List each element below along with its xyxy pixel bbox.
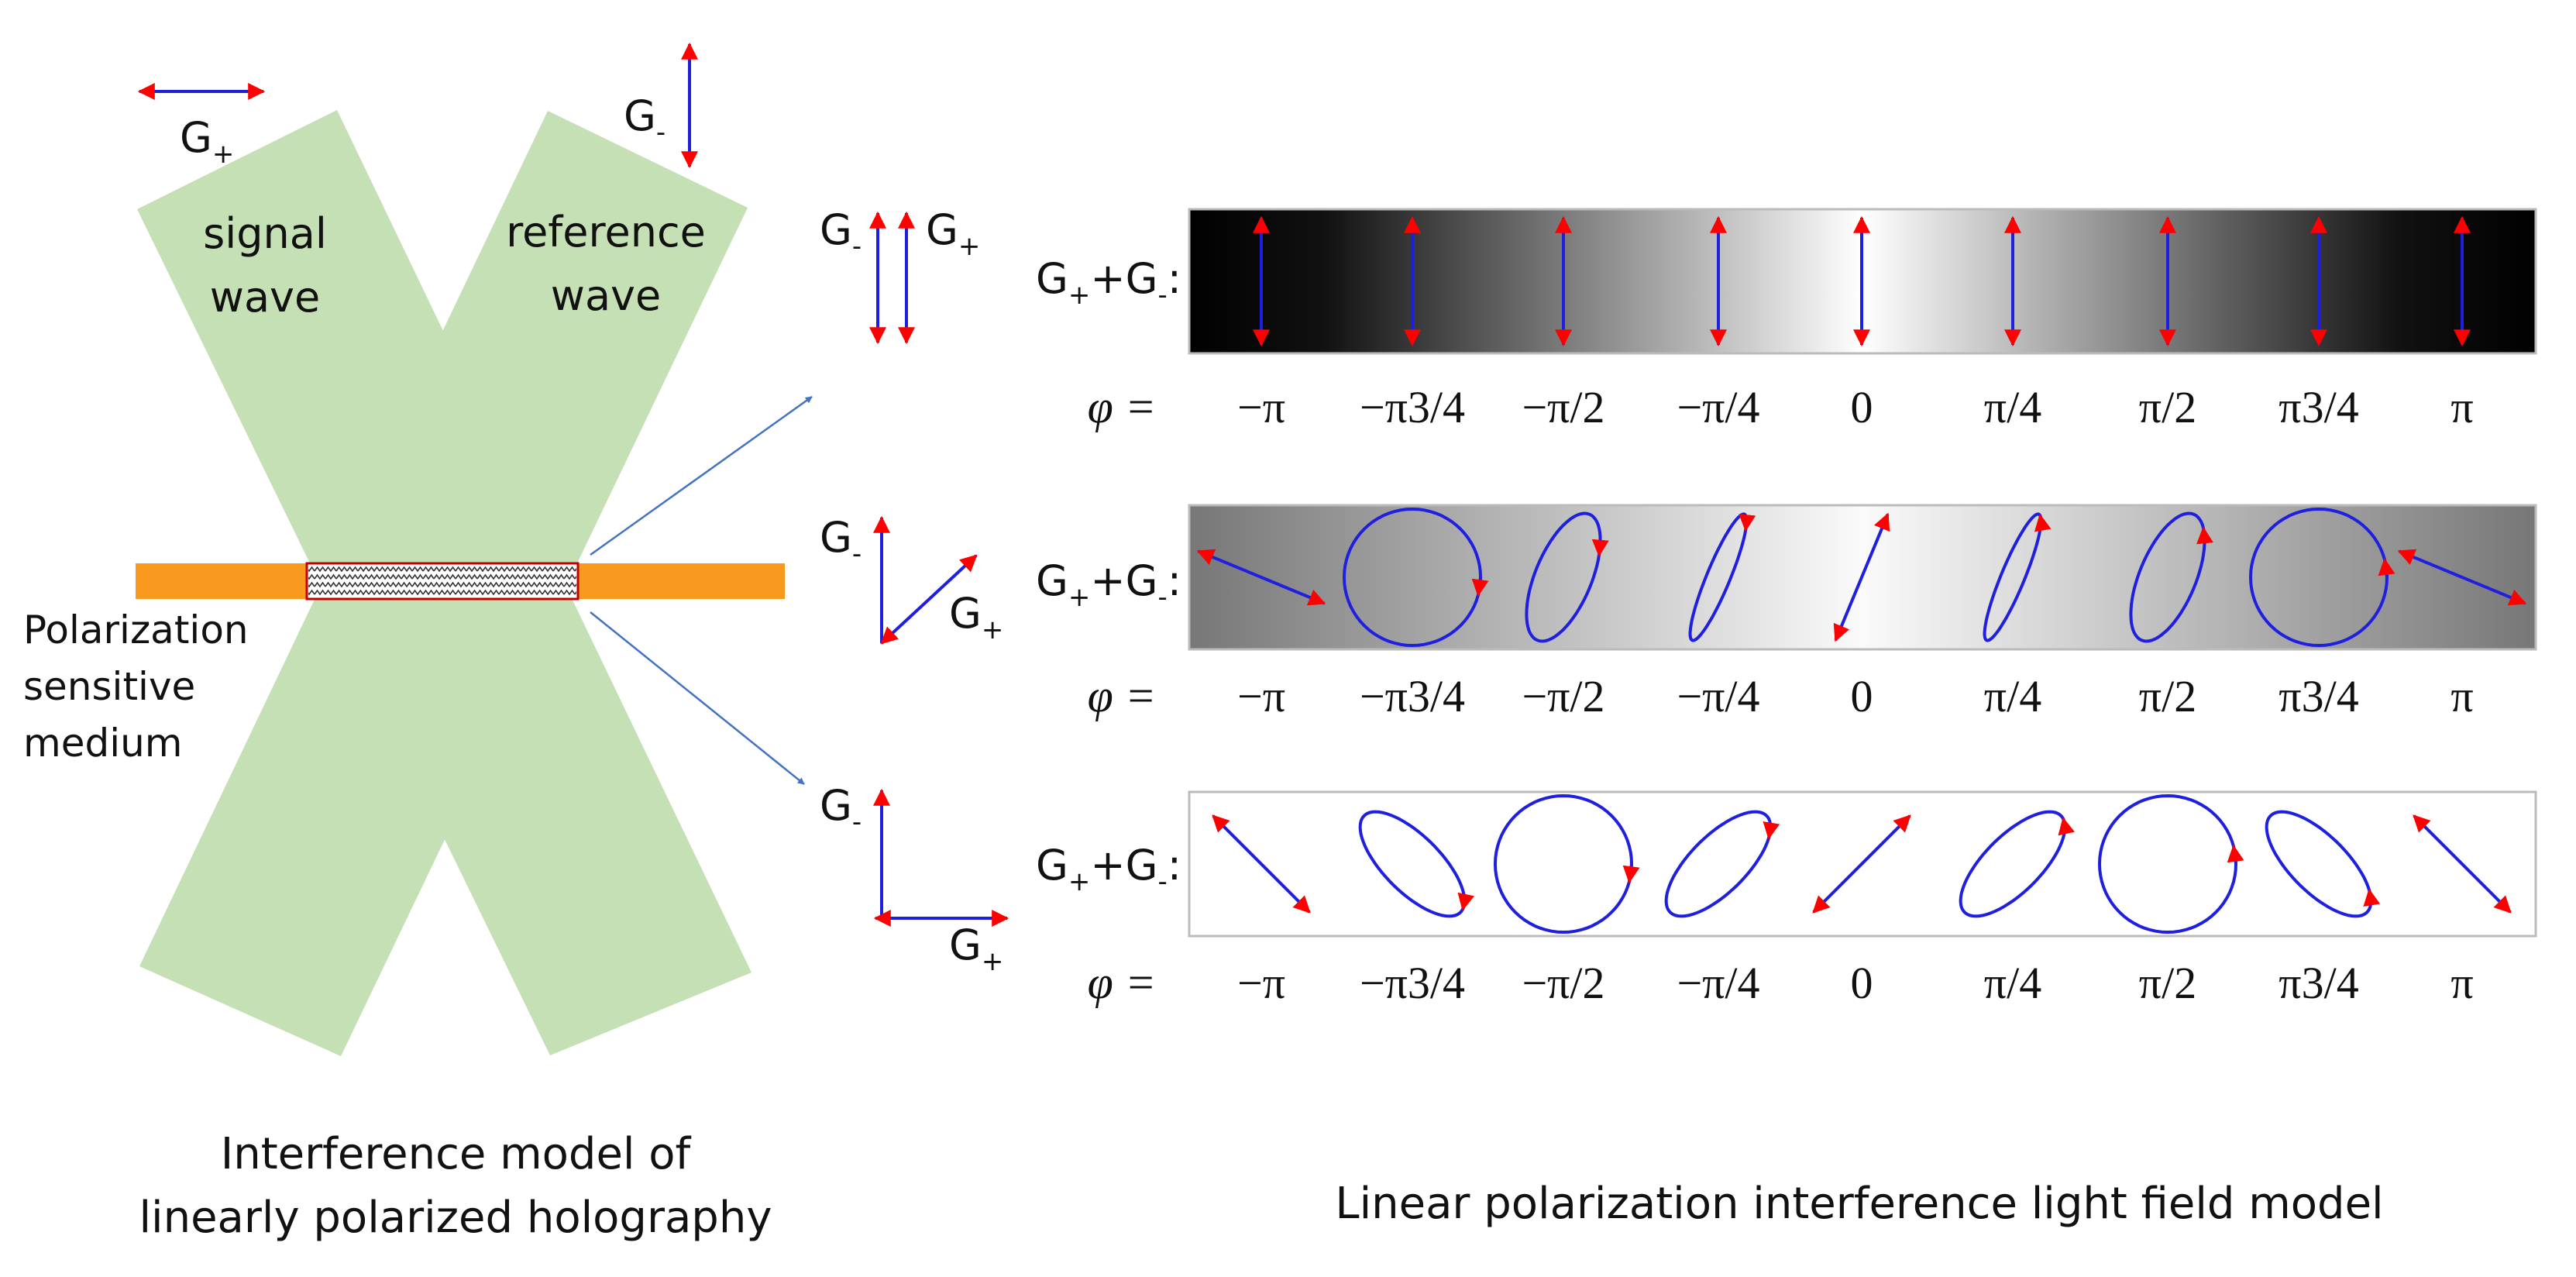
phase-label: π <box>2450 671 2473 721</box>
phase-label: π/2 <box>2139 671 2196 721</box>
phase-label: −π <box>1237 671 1285 721</box>
inset-gplus-label: G+ <box>926 205 980 262</box>
polarization-ellipse <box>2248 507 2389 648</box>
signal-gplus-label: G+ <box>180 113 234 170</box>
row-label: G++G-: <box>1036 841 1181 897</box>
row-oblique: G++G-: φ = −π −π3/4 −π/2 −π/4 0 π/4 π/2 π3/4 π <box>1036 507 2527 721</box>
inset-gminus-label: G- <box>820 781 862 838</box>
medium-label-2: sensitive <box>23 664 195 709</box>
phase-label: π3/4 <box>2279 671 2358 721</box>
rotation-direction-arrow <box>1739 514 1756 532</box>
phase-label: π/4 <box>1984 958 2041 1008</box>
polarization-ellipse <box>1525 511 1602 643</box>
phase-label: −π/4 <box>1677 958 1759 1008</box>
medium-label-3: medium <box>23 721 183 766</box>
phase-label: π/2 <box>2139 382 2196 432</box>
left-caption-2: linearly polarized holography <box>139 1193 772 1243</box>
phi-label: φ = <box>1088 957 1157 1008</box>
phase-label: −π3/4 <box>1360 958 1465 1008</box>
rotation-direction-arrow <box>2378 558 2395 578</box>
phi-label: φ = <box>1088 381 1157 432</box>
phase-label: 0 <box>1851 671 1873 721</box>
phase-label: 0 <box>1851 958 1873 1008</box>
phase-label: π/4 <box>1984 382 2041 432</box>
polarization-arrow <box>1833 512 1890 642</box>
polarization-ellipse <box>1342 507 1483 648</box>
phase-label: π/2 <box>2139 958 2196 1008</box>
phase-label: −π/2 <box>1522 382 1604 432</box>
reference-gminus-label: G- <box>624 91 665 148</box>
medium-label-1: Polarization <box>23 608 249 652</box>
phase-label: −π/2 <box>1522 958 1604 1008</box>
gplus-vector <box>880 554 978 645</box>
polarization-arrow <box>2397 549 2527 606</box>
signal-wave-label-2: wave <box>210 273 320 322</box>
phase-label: 0 <box>1851 382 1873 432</box>
polarization-ellipse <box>1358 810 1467 918</box>
phase-label: −π3/4 <box>1360 671 1465 721</box>
inset-gminus-label: G- <box>820 205 862 262</box>
polarization-arrow <box>1196 549 1326 606</box>
rotation-direction-arrow <box>2227 845 2244 865</box>
rotation-direction-arrow <box>1763 821 1780 840</box>
phase-label: π3/4 <box>2279 382 2358 432</box>
rotation-direction-arrow <box>2363 888 2381 907</box>
row-parallel: G++G-: φ = −π −π3/4 −π/2 −π/4 0 π/4 π/2 π3/4 π <box>1036 215 2474 432</box>
rotation-direction-arrow <box>1591 539 1609 557</box>
rotation-direction-arrow <box>2058 817 2076 836</box>
rotation-direction-arrow <box>1457 892 1475 911</box>
phase-label: −π <box>1237 382 1285 432</box>
phi-label: φ = <box>1088 670 1157 721</box>
inset-parallel: G- G+ <box>820 205 980 345</box>
inset-gplus-label: G+ <box>949 921 1003 977</box>
pointer-arrow-up <box>590 395 813 556</box>
left-caption-1: Interference model of <box>221 1129 692 1179</box>
row-orthogonal: G++G-: φ = −π −π3/4 −π/2 −π/4 0 π/4 π/2 π3/4 π <box>1036 793 2512 1008</box>
rotation-direction-arrow <box>2034 513 2052 532</box>
polarization-ellipse <box>2097 793 2238 935</box>
polarization-arrow <box>2413 814 2512 914</box>
signal-wave-label-1: signal <box>203 209 327 258</box>
phase-label: π3/4 <box>2279 958 2358 1008</box>
reference-wave-label-1: reference <box>506 208 706 256</box>
phase-label: −π/2 <box>1522 671 1604 721</box>
inset-orthogonal: G- G+ <box>820 781 1009 977</box>
rotation-direction-arrow <box>1471 577 1489 597</box>
phase-label: −π/4 <box>1677 671 1759 721</box>
right-panel: G- G+ G- G+ G- G+ G++G-: φ = −π −π3/4 −π/2 −π… <box>820 205 2537 1229</box>
phase-label: π <box>2450 382 2473 432</box>
phase-label: −π/4 <box>1677 382 1759 432</box>
polarization-ellipse <box>1959 810 2067 918</box>
left-panel: signal wave reference wave Polarization … <box>23 42 813 1243</box>
phase-label: −π3/4 <box>1360 382 1465 432</box>
polarization-arrow <box>1212 814 1311 914</box>
reference-wave-label-2: wave <box>551 271 661 320</box>
row-label: G++G-: <box>1036 556 1181 613</box>
row-label: G++G-: <box>1036 254 1181 311</box>
pointer-arrow-down <box>590 611 805 785</box>
polarization-arrow <box>1812 814 1911 914</box>
phase-label: −π <box>1237 958 1285 1008</box>
hologram-fringes <box>308 565 576 597</box>
polarization-ellipse <box>2129 511 2206 643</box>
inset-gplus-label: G+ <box>949 589 1003 645</box>
polarization-ellipse <box>2265 810 2373 918</box>
phase-label: π/4 <box>1984 671 2041 721</box>
rotation-direction-arrow <box>2196 526 2213 545</box>
phase-label: π <box>2450 958 2473 1008</box>
inset-gminus-label: G- <box>820 513 862 570</box>
right-caption: Linear polarization interference light f… <box>1335 1179 2383 1229</box>
inset-oblique: G- G+ <box>820 513 1003 645</box>
polarization-ellipse <box>1493 793 1634 935</box>
rotation-direction-arrow <box>1622 863 1640 883</box>
